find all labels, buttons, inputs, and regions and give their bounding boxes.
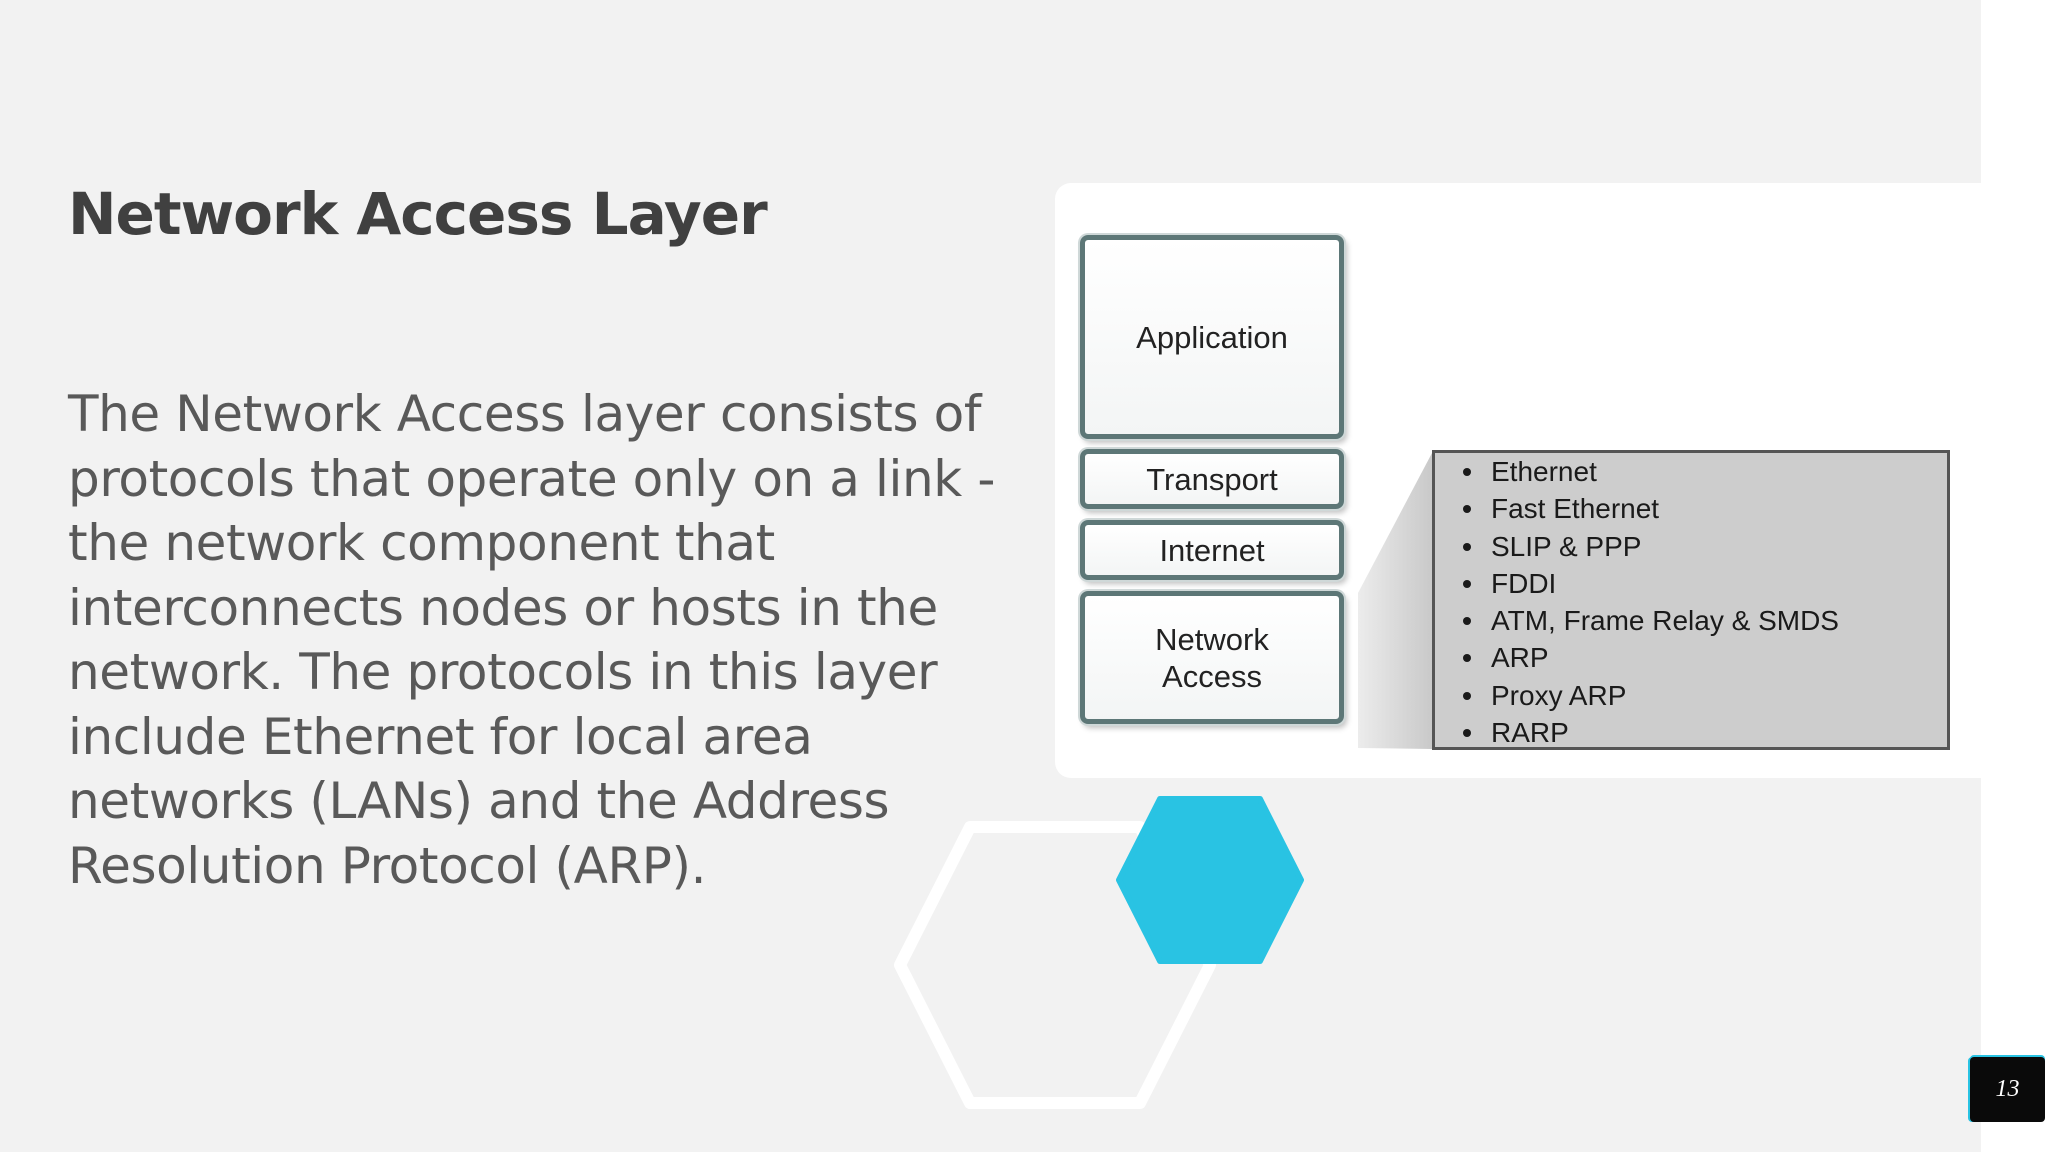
protocol-item: Fast Ethernet: [1463, 490, 1947, 527]
protocol-item: ARP: [1463, 639, 1947, 676]
callout-connector: [1358, 453, 1432, 749]
page-number-badge: 13: [1970, 1057, 2045, 1122]
protocol-item: FDDI: [1463, 565, 1947, 602]
slide: Network Access Layer The Network Access …: [0, 0, 1981, 1152]
hexagon-filled-decoration: [1116, 796, 1304, 964]
protocol-item: ATM, Frame Relay & SMDS: [1463, 602, 1947, 639]
slide-edge: [1981, 0, 2048, 1152]
layer-application: Application: [1080, 235, 1344, 439]
protocol-item: Proxy ARP: [1463, 677, 1947, 714]
protocol-list: Ethernet Fast Ethernet SLIP & PPP FDDI A…: [1435, 453, 1947, 751]
slide-body-text: The Network Access layer consists of pro…: [68, 385, 996, 895]
protocol-callout-box: Ethernet Fast Ethernet SLIP & PPP FDDI A…: [1432, 450, 1950, 750]
slide-title: Network Access Layer: [68, 180, 768, 248]
layer-transport: Transport: [1080, 449, 1344, 509]
layer-internet: Internet: [1080, 520, 1344, 580]
hexagon-outline-decoration: [894, 821, 1216, 1109]
layer-network-access: Network Access: [1080, 591, 1344, 724]
protocol-item: RARP: [1463, 714, 1947, 751]
protocol-item: Ethernet: [1463, 453, 1947, 490]
protocol-item: SLIP & PPP: [1463, 528, 1947, 565]
